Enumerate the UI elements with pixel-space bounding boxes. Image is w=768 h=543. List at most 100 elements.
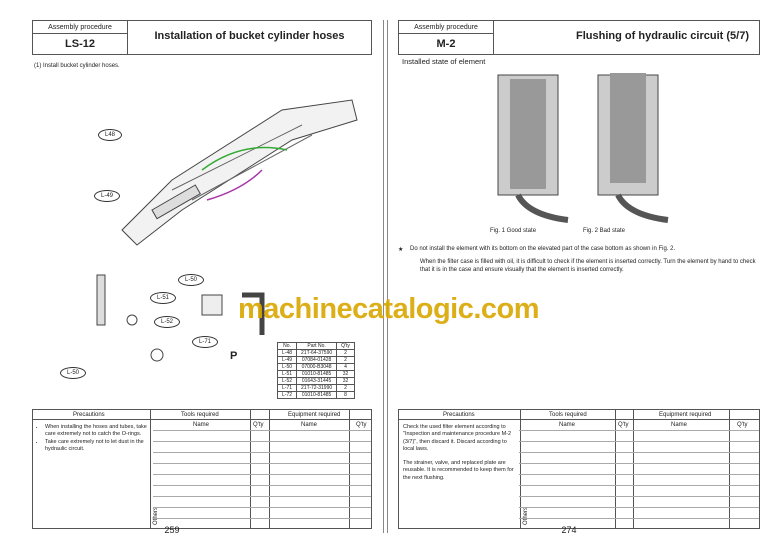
parts-illustration	[96, 274, 265, 362]
cell: L-51	[276, 370, 298, 378]
precaution-item: Take care extremely not to let dust in t…	[45, 439, 149, 454]
callout-l71: L-71	[192, 336, 219, 348]
table-grid-line	[519, 518, 759, 519]
equipment-header: Equipment required	[288, 412, 341, 418]
callout-l49: L-49	[94, 190, 121, 202]
cell: 32	[336, 377, 355, 385]
precaution-item: Check the used filter element according …	[403, 424, 512, 453]
page-divider	[387, 20, 388, 533]
view-label: P	[230, 350, 238, 362]
assembly-label: Assembly procedure	[399, 21, 494, 34]
precautions-list: Check the used filter element according …	[403, 424, 517, 482]
equip-qty-col: Q'ty	[356, 422, 367, 428]
requirements-table: Precautions Tools required Equipment req…	[398, 409, 760, 529]
cell: 2	[336, 356, 355, 364]
page-title: Installation of bucket cylinder hoses	[154, 30, 345, 42]
fig2-caption: Fig. 2 Bad state	[583, 228, 626, 234]
precautions-header: Precautions	[443, 412, 475, 418]
cell: 07084-01428	[296, 356, 338, 364]
others-label: Others	[523, 506, 529, 525]
cell: 01010-81485	[296, 391, 338, 399]
page-number: 274	[561, 525, 577, 535]
precaution-item: The strainer, valve, and replaced plate …	[403, 459, 514, 481]
others-label: Others	[153, 506, 159, 525]
assembly-label: Assembly procedure	[33, 21, 128, 34]
callout-l50: L-50	[178, 274, 205, 286]
cell: L-49	[276, 356, 298, 364]
cell: 07000-B3048	[296, 363, 338, 371]
cell: 01010-81485	[296, 370, 338, 378]
left-page: Assembly procedure LS-12 Installation of…	[32, 20, 372, 540]
callout-l51: L-51	[150, 292, 177, 304]
filter-figures	[497, 73, 669, 223]
page-title: Flushing of hydraulic circuit (5/7)	[576, 30, 749, 42]
callout-l50b: L-50	[60, 367, 87, 379]
cell: 21T-64-37590	[296, 349, 338, 357]
cell: L-48	[276, 349, 298, 357]
cell: 4	[336, 363, 355, 371]
note-line: When the filter case is filled with oil,…	[420, 259, 756, 274]
fig1-caption: Fig. 1 Good state	[490, 228, 537, 234]
cell: 01643-31445	[296, 377, 338, 385]
right-page: Assembly procedure M-2 Flushing of hydra…	[398, 20, 760, 540]
equip-name-col: Name	[301, 422, 318, 428]
header-cell: Q'ty	[336, 342, 355, 350]
boom-illustration	[121, 99, 358, 246]
table-header-row: No.Part No.Q'ty	[276, 342, 355, 350]
callout-l52: L-52	[154, 316, 181, 328]
header-cell: Part No.	[296, 342, 338, 350]
procedure-code: LS-12	[33, 34, 128, 55]
note-text-2: When the filter case is filled with oil,…	[420, 258, 756, 275]
table-grid-line	[153, 474, 371, 475]
cell: L-52	[276, 377, 298, 385]
header-cell: No.	[276, 342, 298, 350]
table-grid-line	[153, 452, 371, 453]
table-grid-line	[153, 463, 371, 464]
equipment-header: Equipment required	[659, 412, 712, 418]
table-grid-line	[153, 485, 371, 486]
cell: 32	[336, 370, 355, 378]
procedure-code: M-2	[399, 34, 494, 55]
cell: 2	[336, 349, 355, 357]
tools-name-col: Name	[559, 422, 576, 428]
table-grid-line	[153, 518, 371, 519]
table-grid-line	[519, 463, 759, 464]
tools-qty-col: Q'ty	[618, 422, 629, 428]
equip-qty-col: Q'ty	[737, 422, 748, 428]
precaution-item: When installing the hoses and tubes, tak…	[45, 424, 149, 439]
watermark: machinecatalogic.com	[238, 293, 540, 325]
precautions-list: When installing the hoses and tubes, tak…	[37, 424, 149, 454]
table-grid-line	[153, 441, 371, 442]
cell: 8	[336, 391, 355, 399]
note-line: and ensure visually that the element is …	[473, 267, 624, 274]
page-number: 259	[164, 525, 180, 535]
cell: L-72	[276, 391, 298, 399]
table-grid-line	[153, 507, 371, 508]
page-header: Assembly procedure M-2 Flushing of hydra…	[398, 20, 760, 55]
table-grid-line	[519, 430, 759, 431]
table-grid-line	[153, 430, 371, 431]
equip-name-col: Name	[671, 422, 688, 428]
callout-l48: L48	[98, 129, 123, 141]
subtitle: Installed state of element	[402, 57, 486, 66]
tools-name-col: Name	[193, 422, 210, 428]
precautions-header: Precautions	[73, 412, 105, 418]
tools-qty-col: Q'ty	[253, 422, 264, 428]
requirements-table: Precautions Tools required Equipment req…	[32, 409, 372, 529]
cell: L-71	[276, 384, 298, 392]
step-text: (1) Install bucket cylinder hoses.	[34, 63, 120, 69]
note-text: Do not install the element with its bott…	[410, 246, 676, 252]
table-grid-line	[519, 496, 759, 497]
page-header: Assembly procedure LS-12 Installation of…	[32, 20, 372, 55]
table-grid-line	[153, 496, 371, 497]
tools-header: Tools required	[549, 412, 587, 418]
page-divider	[383, 20, 384, 533]
